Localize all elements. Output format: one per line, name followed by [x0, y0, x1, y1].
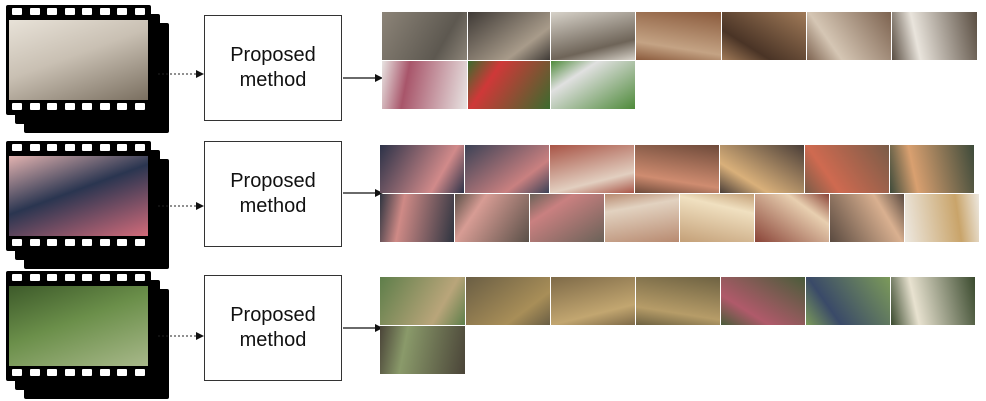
summary-keyframe: [466, 277, 550, 325]
summary-keyframe: [830, 194, 904, 242]
summary-keyframe: [551, 61, 635, 109]
summary-keyframe: [468, 12, 550, 60]
input-arrow-1: [158, 70, 204, 78]
method-label-2: Proposed method: [230, 170, 316, 217]
summary-keyframe: [807, 12, 891, 60]
summary-keyframe: [382, 12, 467, 60]
summary-keyframe: [635, 145, 719, 193]
film-layer-front: [6, 141, 151, 251]
output-arrow-1: [343, 74, 383, 82]
output-arrow-3: [343, 324, 383, 332]
pipeline-row-1: Proposed method: [0, 5, 986, 135]
summary-keyframe: [380, 277, 465, 325]
pipeline-row-2: Proposed method: [0, 141, 986, 271]
video-frame-2: [9, 156, 148, 236]
proposed-method-box-3: Proposed method: [204, 275, 342, 381]
summary-keyframe: [721, 277, 805, 325]
summary-keyframe: [805, 145, 889, 193]
proposed-method-box-1: Proposed method: [204, 15, 342, 121]
summary-keyframe: [720, 145, 804, 193]
summary-keyframe: [680, 194, 754, 242]
summary-keyframe: [722, 12, 806, 60]
film-layer-front: [6, 5, 151, 115]
summary-keyframe: [636, 277, 720, 325]
summary-keyframe: [468, 61, 550, 109]
summary-keyframe: [380, 326, 465, 374]
summary-keyframe: [905, 194, 979, 242]
pipeline-row-3: Proposed method: [0, 271, 986, 401]
film-layer-front: [6, 271, 151, 381]
video-frame-3: [9, 286, 148, 366]
input-arrow-3: [158, 332, 204, 340]
summary-keyframe: [530, 194, 604, 242]
summary-keyframe: [550, 145, 634, 193]
summary-keyframe: [380, 145, 464, 193]
summary-keyframe: [382, 61, 467, 109]
summary-keyframe: [890, 145, 974, 193]
summary-keyframe: [755, 194, 829, 242]
summary-keyframe: [892, 12, 977, 60]
summary-keyframe: [380, 194, 454, 242]
summary-keyframe: [891, 277, 975, 325]
proposed-method-box-2: Proposed method: [204, 141, 342, 247]
summary-thumbnails-3: [380, 277, 980, 377]
summary-keyframe: [551, 277, 635, 325]
summary-thumbnails-2: [380, 145, 980, 242]
summary-keyframe: [605, 194, 679, 242]
summary-keyframe: [806, 277, 890, 325]
input-arrow-2: [158, 202, 204, 210]
summary-keyframe: [455, 194, 529, 242]
video-frame-1: [9, 20, 148, 100]
summary-keyframe: [551, 12, 635, 60]
summary-keyframe: [636, 12, 721, 60]
summary-thumbnails-1: [382, 12, 982, 109]
output-arrow-2: [343, 189, 383, 197]
summary-keyframe: [465, 145, 549, 193]
method-label-3: Proposed method: [230, 304, 316, 351]
method-label-1: Proposed method: [230, 44, 316, 91]
